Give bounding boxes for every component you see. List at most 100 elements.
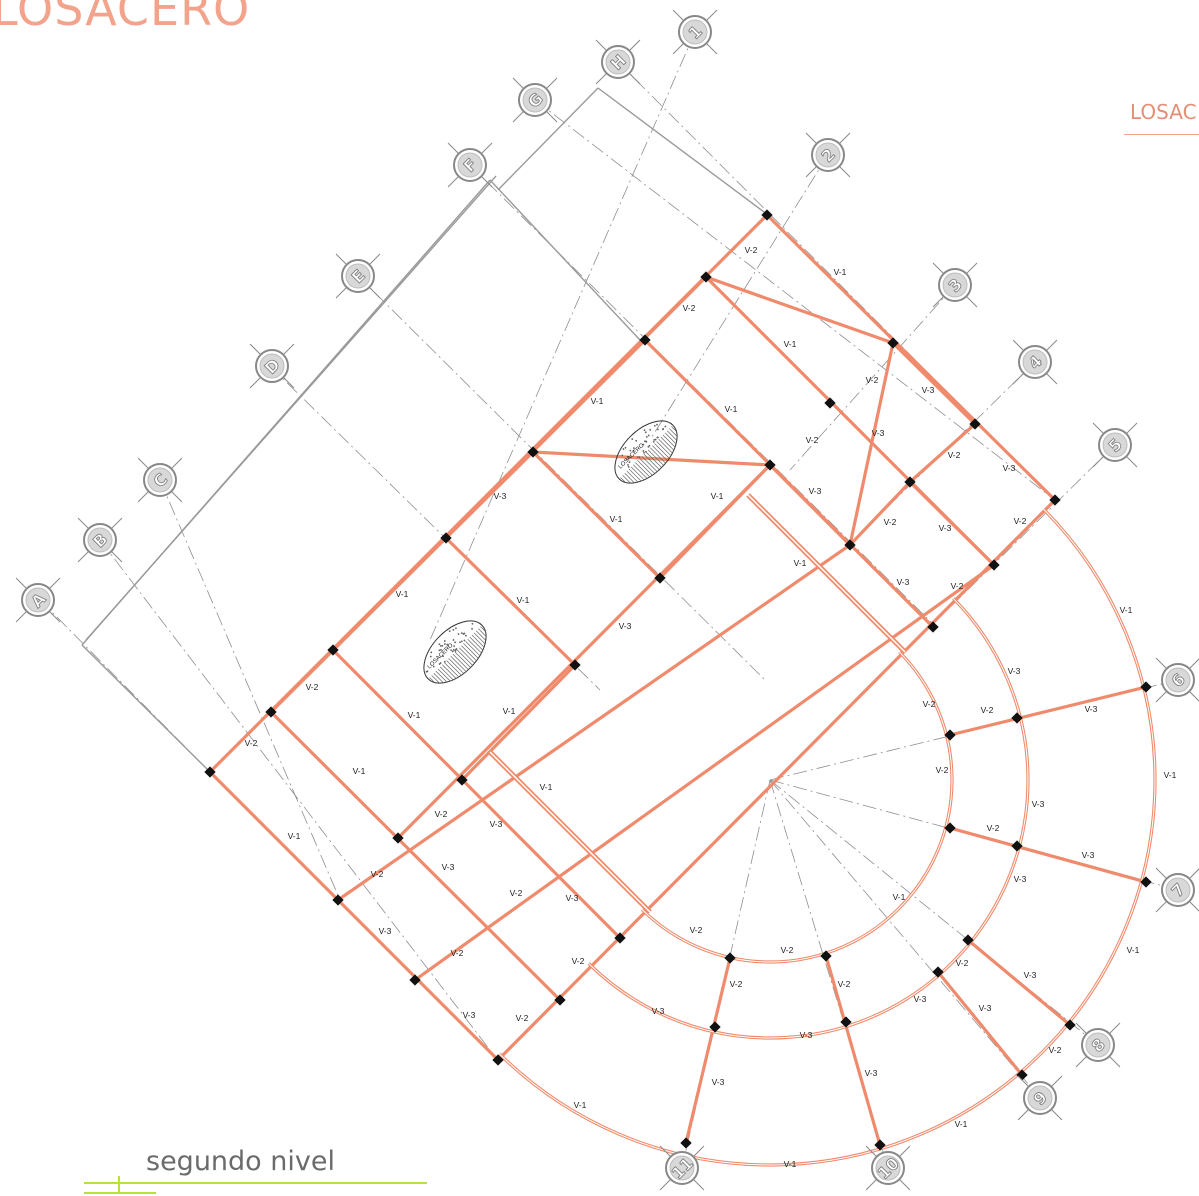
grid-bubble-11: 11 [660, 1146, 704, 1190]
beam-label: V-3 [922, 385, 935, 395]
beam-line [686, 958, 730, 1143]
slab-dot [649, 429, 652, 432]
grid-bubbles: ABCDEFGH1234567891011 [16, 10, 1199, 1190]
beam-label: V-1 [408, 710, 421, 720]
beam-label: V-3 [494, 491, 507, 501]
beam-label: V-3 [463, 1010, 476, 1020]
beam-line [950, 828, 1146, 882]
slab-dot [459, 641, 462, 644]
beam-label: V-3 [979, 1003, 992, 1013]
beam-line [660, 465, 770, 578]
slab-hatch [466, 641, 480, 655]
beam-label: V-1 [955, 1119, 968, 1129]
beam-label: V-3 [1085, 704, 1098, 714]
slab-dot [457, 633, 460, 636]
grid-axes [40, 32, 1178, 1168]
slab-hatch [650, 448, 665, 463]
slab-dot [622, 448, 625, 451]
curved-beam [589, 599, 1028, 1038]
beam-label: V-2 [1014, 516, 1027, 526]
grid-bubble-h: H [596, 40, 640, 84]
beam-label: V-1 [1164, 770, 1177, 780]
slab-hatch [659, 439, 673, 453]
grid-bubble-f: F [448, 143, 492, 187]
beam-label: V-3 [914, 994, 927, 1004]
beam-label: V-3 [939, 523, 952, 533]
slab-hatch [451, 656, 466, 671]
beam-label: V-2 [956, 958, 969, 968]
slab-dot [643, 429, 646, 432]
beam-label: V-2 [781, 945, 794, 955]
slab-dot [654, 424, 657, 427]
slab-dot [465, 634, 468, 637]
slab-hatch [633, 465, 647, 479]
slab-dot [624, 446, 627, 449]
level-label: segundo nivel [146, 1146, 335, 1177]
beam-line [910, 482, 994, 565]
beam-label: V-2 [1049, 1045, 1062, 1055]
slab-dot [646, 436, 649, 439]
beam-label: V-3 [652, 1006, 665, 1016]
slab-hatch [457, 650, 473, 666]
beam-label: V-1 [784, 339, 797, 349]
beam-label: V-3 [1024, 970, 1037, 980]
losacero-symbol: LOSACERO [413, 610, 498, 695]
grid-bubble-3: 3 [933, 263, 977, 307]
beam-label: V-2 [981, 705, 994, 715]
grid-axis-line [430, 32, 695, 640]
grid-axis-line [358, 276, 765, 680]
beam-line [850, 343, 893, 545]
beam-label: V-2 [923, 699, 936, 709]
beam-label: V-1 [794, 558, 807, 568]
slab-dot [471, 628, 474, 631]
slab-dot [647, 434, 650, 437]
column-node [680, 1137, 691, 1148]
beam-label: V-1 [784, 1159, 797, 1169]
beam-label: V-2 [948, 450, 961, 460]
beam-line [767, 215, 1055, 500]
grid-axis-line [535, 100, 1055, 500]
slab-dot [455, 627, 458, 630]
beams [210, 215, 1155, 1165]
beam-label: V-2 [884, 517, 897, 527]
beam-label: V-2 [806, 435, 819, 445]
level-tick [118, 1176, 120, 1192]
slab-dot [471, 623, 474, 626]
beam-line [910, 424, 975, 482]
beam-label: V-2 [435, 809, 448, 819]
beam-label: V-3 [619, 621, 632, 631]
slab-hatch [449, 658, 464, 673]
beam-label: V-2 [987, 823, 1000, 833]
beam-line [210, 772, 498, 1060]
grid-bubble-b: B [78, 518, 122, 562]
level-underline [84, 1182, 427, 1184]
grid-bubble-4: 4 [1013, 340, 1057, 384]
beam-label: V-1 [1120, 605, 1133, 615]
beam-label: V-3 [379, 926, 392, 936]
beam-label: V-1 [517, 595, 530, 605]
beam-label: V-1 [725, 404, 738, 414]
slab-hatch [468, 639, 482, 653]
beam-label: V-3 [566, 893, 579, 903]
beam-label: V-2 [371, 869, 384, 879]
slab-hatch [455, 652, 471, 668]
slab-dot [430, 651, 433, 654]
grid-axis-line [770, 780, 1040, 1098]
slab-hatch [667, 431, 677, 441]
beam-label: V-3 [800, 1030, 813, 1040]
beam-label: V-3 [872, 428, 885, 438]
curved-beam [642, 652, 952, 962]
grid-bubble-7: 7 [1156, 868, 1199, 912]
beam-label: V-3 [442, 862, 455, 872]
beam-label: V-3 [490, 819, 503, 829]
slab-hatch [444, 663, 458, 677]
beam-label: V-3 [897, 577, 910, 587]
slab-dot [463, 639, 466, 642]
beam-label: V-3 [1032, 799, 1045, 809]
beam-line [446, 452, 533, 538]
slab-hatch [640, 458, 655, 473]
slab-hatch [434, 673, 444, 683]
beam-label: V-1 [574, 1100, 587, 1110]
slab-dot [635, 440, 638, 443]
